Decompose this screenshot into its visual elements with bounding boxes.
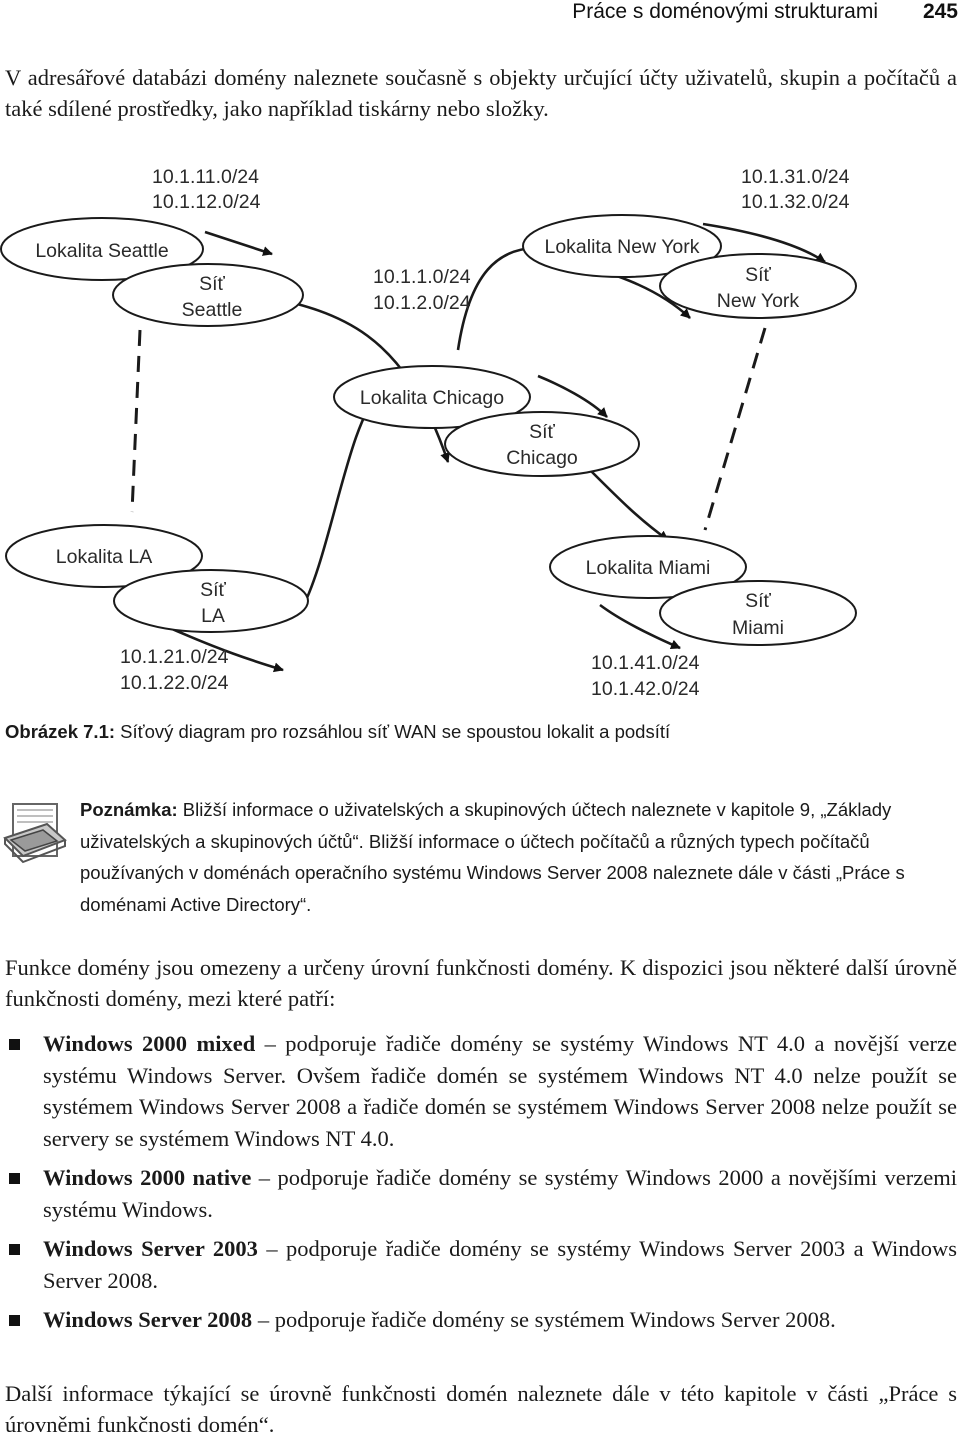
net-newyork-label-2: New York bbox=[717, 290, 800, 312]
la-subnet-2: 10.1.22.0/24 bbox=[120, 672, 229, 694]
site-newyork-ellipse bbox=[522, 214, 722, 278]
list-item-text: – podporuje řadiče domény se systémy Win… bbox=[43, 1236, 957, 1293]
network-diagram: Lokalita Seattle Síť Seattle Lokalita Ne… bbox=[0, 166, 857, 700]
intro-paragraph: V adresářové databázi domény naleznete s… bbox=[5, 65, 957, 121]
note-text: Bližší informace o uživatelských a skupi… bbox=[80, 799, 905, 915]
functional-levels-list: Windows 2000 mixed – podporuje řadiče do… bbox=[5, 1028, 957, 1344]
link-la-net bbox=[169, 626, 284, 673]
list-item-text: – podporuje řadiče domény se systémy Win… bbox=[43, 1031, 958, 1151]
list-item-text: – podporuje řadiče domény se systémy Win… bbox=[43, 1165, 957, 1222]
site-seattle-ellipse bbox=[0, 217, 204, 281]
final-paragraph: Další informace týkající se úrovně funkč… bbox=[5, 1381, 957, 1437]
net-miami-label-2: Miami bbox=[732, 617, 784, 639]
net-miami-label-1: Síť bbox=[745, 590, 771, 612]
chicago-subnet-1: 10.1.1.0/24 bbox=[373, 266, 471, 288]
list-item-term: Windows Server 2003 bbox=[43, 1236, 258, 1261]
site-la-ellipse bbox=[5, 524, 203, 588]
net-seattle-ellipse bbox=[112, 263, 304, 327]
la-subnet-1: 10.1.21.0/24 bbox=[120, 646, 229, 668]
net-chicago-label-2: Chicago bbox=[506, 447, 578, 469]
figure-caption-label: Obrázek 7.1: bbox=[5, 721, 116, 742]
net-miami-ellipse bbox=[659, 580, 857, 646]
list-item-text: – podporuje řadiče domény se systémem Wi… bbox=[252, 1307, 836, 1332]
chicago-subnet-2: 10.1.2.0/24 bbox=[373, 292, 471, 314]
list-item: Windows 2000 mixed – podporuje řadiče do… bbox=[5, 1028, 957, 1154]
note-icon bbox=[3, 803, 67, 864]
link-miami-net bbox=[599, 603, 681, 650]
bullet-square-icon bbox=[9, 1315, 20, 1326]
bullet-square-icon bbox=[9, 1244, 20, 1255]
link-la-chicago bbox=[298, 392, 381, 613]
net-seattle-label-2: Seattle bbox=[182, 299, 243, 321]
bullet-square-icon bbox=[9, 1173, 20, 1184]
site-miami-label: Lokalita Miami bbox=[586, 557, 711, 579]
miami-subnet-2: 10.1.42.0/24 bbox=[591, 678, 700, 700]
page-header: Práce s doménovými strukturami 245 bbox=[0, 0, 960, 28]
net-newyork-ellipse bbox=[659, 253, 857, 319]
list-item-term: Windows Server 2008 bbox=[43, 1307, 253, 1332]
site-miami-ellipse bbox=[549, 535, 747, 599]
net-la-label-1: Síť bbox=[200, 579, 226, 601]
net-la-label-2: LA bbox=[201, 605, 225, 627]
list-item: Windows 2000 native – podporuje řadiče d… bbox=[5, 1162, 957, 1225]
net-chicago-ellipse bbox=[444, 411, 640, 477]
dashed-link-newyork-miami bbox=[703, 327, 767, 531]
seattle-subnet-1: 10.1.11.0/24 bbox=[152, 166, 259, 188]
net-la-ellipse bbox=[113, 569, 309, 633]
page-number: 245 bbox=[922, 0, 958, 23]
site-seattle-label: Lokalita Seattle bbox=[35, 240, 168, 262]
net-chicago-label-1: Síť bbox=[529, 421, 555, 443]
newyork-subnet-2: 10.1.32.0/24 bbox=[741, 191, 850, 213]
link-chicago-miami bbox=[589, 469, 669, 542]
site-newyork-label: Lokalita New York bbox=[544, 236, 699, 258]
net-newyork-label-1: Síť bbox=[745, 264, 771, 286]
seattle-subnet-2: 10.1.12.0/24 bbox=[152, 191, 261, 213]
figure-caption: Obrázek 7.1: Síťový diagram pro rozsáhlo… bbox=[5, 721, 670, 743]
net-seattle-label-1: Síť bbox=[199, 273, 225, 295]
running-title: Práce s doménovými strukturami bbox=[572, 0, 878, 23]
note-label: Poznámka: bbox=[80, 799, 178, 820]
site-chicago-ellipse bbox=[333, 365, 531, 429]
site-chicago-label: Lokalita Chicago bbox=[360, 387, 504, 409]
list-item: Windows Server 2003 – podporuje řadiče d… bbox=[5, 1233, 957, 1296]
newyork-subnet-1: 10.1.31.0/24 bbox=[741, 166, 850, 188]
list-item-term: Windows 2000 mixed bbox=[43, 1031, 256, 1056]
link-chicago-newyork bbox=[456, 243, 534, 351]
dashed-link-seattle-la bbox=[130, 329, 142, 513]
link-newyork-top bbox=[702, 222, 826, 264]
link-chicago-net bbox=[537, 374, 608, 418]
figure-caption-text: Síťový diagram pro rozsáhlou síť WAN se … bbox=[115, 721, 671, 742]
list-item: Windows Server 2008 – podporuje řadiče d… bbox=[5, 1304, 957, 1336]
link-seattle-top bbox=[204, 230, 273, 256]
miami-subnet-1: 10.1.41.0/24 bbox=[591, 652, 700, 674]
list-item-term: Windows 2000 native bbox=[43, 1165, 252, 1190]
site-la-label: Lokalita LA bbox=[56, 546, 152, 568]
bullet-square-icon bbox=[9, 1039, 20, 1050]
note-box: Poznámka: Bližší informace o uživatelský… bbox=[80, 794, 958, 920]
domain-levels-paragraph: Funkce domény jsou omezeny a určeny úrov… bbox=[5, 955, 957, 1011]
